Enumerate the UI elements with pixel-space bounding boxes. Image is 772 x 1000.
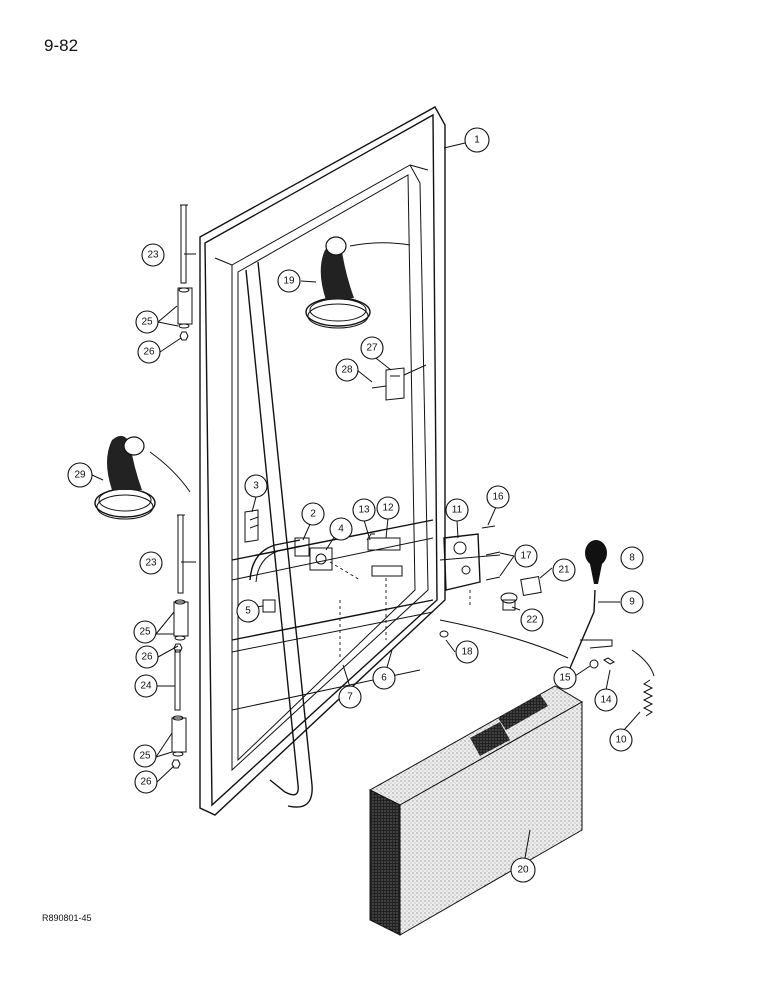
callout-12: 12: [376, 496, 400, 520]
hinge-pin-lower: [174, 649, 181, 711]
hinge-pin-middle: [177, 514, 185, 594]
callout-1: 1: [464, 127, 490, 153]
striker-bolt: [500, 592, 518, 611]
callout-16: 16: [486, 485, 510, 509]
callout-24: 24: [134, 674, 158, 698]
callout-21: 21: [552, 558, 576, 582]
svg-text:20: 20: [517, 865, 529, 876]
hinge-upper: [177, 287, 193, 341]
callout-23a: 23: [141, 243, 165, 267]
svg-text:25: 25: [141, 317, 153, 328]
lock-plate: [262, 599, 276, 613]
callout-17: 17: [514, 544, 538, 568]
foam-panel: [368, 685, 583, 936]
callout-10: 10: [609, 728, 633, 752]
svg-text:2: 2: [310, 509, 316, 520]
lever-hardware: [589, 657, 615, 669]
svg-text:3: 3: [253, 481, 259, 492]
callout-25b: 25: [133, 620, 157, 644]
upper-latch-bracket: [371, 364, 427, 401]
svg-text:5: 5: [245, 606, 251, 617]
svg-text:26: 26: [141, 652, 153, 663]
figure-code: R890801-45: [42, 913, 92, 923]
svg-text:17: 17: [520, 551, 532, 562]
callout-14: 14: [594, 688, 618, 712]
hinge-middle: [173, 599, 189, 653]
hinge-lower: [171, 715, 187, 769]
door-frame: [199, 106, 446, 816]
hinge-pin-upper: [180, 204, 188, 284]
svg-text:7: 7: [347, 692, 353, 703]
callouts: 1 2 3 4 5 6 7 8 9 10 11 12 13 14 15 16 1…: [67, 127, 644, 883]
callout-29: 29: [67, 462, 93, 488]
door-latch: [439, 525, 501, 605]
seal-roll-lower: [94, 435, 191, 520]
svg-text:25: 25: [139, 627, 151, 638]
seal-roll-upper: [305, 236, 411, 329]
svg-text:1: 1: [474, 135, 480, 146]
callout-26c: 26: [134, 770, 158, 794]
svg-text:27: 27: [366, 343, 378, 354]
handle-lock: [244, 509, 259, 543]
svg-text:23: 23: [147, 250, 159, 261]
callout-28: 28: [335, 358, 359, 382]
svg-text:10: 10: [615, 735, 627, 746]
svg-text:9: 9: [629, 597, 635, 608]
svg-text:12: 12: [382, 503, 394, 514]
svg-text:23: 23: [145, 558, 157, 569]
callout-27: 27: [360, 336, 384, 360]
callout-26a: 26: [137, 340, 161, 364]
page-number: 9-82: [44, 36, 79, 55]
callout-18: 18: [455, 640, 479, 664]
svg-text:29: 29: [74, 470, 86, 481]
callout-13: 13: [352, 498, 376, 522]
svg-text:19: 19: [283, 276, 295, 287]
callout-11: 11: [445, 498, 469, 522]
svg-text:11: 11: [452, 505, 463, 516]
svg-text:6: 6: [381, 673, 387, 684]
inside-latch: [309, 547, 361, 581]
svg-text:24: 24: [140, 681, 152, 692]
callout-15: 15: [553, 666, 577, 690]
callout-2: 2: [301, 502, 325, 526]
callout-20: 20: [510, 857, 536, 883]
svg-text:8: 8: [629, 553, 635, 564]
callout-3: 3: [244, 474, 268, 498]
svg-text:22: 22: [526, 615, 538, 626]
callout-4: 4: [329, 517, 353, 541]
release-cable: [439, 619, 569, 659]
callout-6: 6: [372, 666, 396, 690]
release-lever: [569, 540, 613, 669]
callout-26b: 26: [135, 645, 159, 669]
pull-handle: [249, 537, 310, 583]
svg-text:4: 4: [338, 524, 344, 535]
callout-5: 5: [236, 599, 260, 623]
svg-text:14: 14: [600, 695, 612, 706]
latch-rod-bracket: [339, 533, 403, 660]
grab-bar: [245, 261, 313, 808]
callout-7: 7: [338, 685, 362, 709]
return-spring: [631, 649, 655, 717]
callout-19: 19: [277, 269, 301, 293]
callout-9: 9: [620, 590, 644, 614]
svg-text:26: 26: [140, 777, 152, 788]
callout-25c: 25: [133, 744, 157, 768]
striker-plate: [520, 575, 542, 597]
callout-22: 22: [520, 608, 544, 632]
svg-text:13: 13: [358, 505, 370, 516]
svg-text:18: 18: [461, 647, 473, 658]
svg-text:15: 15: [559, 673, 571, 684]
svg-text:16: 16: [492, 492, 504, 503]
svg-text:28: 28: [341, 365, 353, 376]
svg-text:25: 25: [139, 751, 151, 762]
svg-text:26: 26: [143, 347, 155, 358]
callout-23b: 23: [139, 551, 163, 575]
callout-8: 8: [620, 546, 644, 570]
callout-25a: 25: [135, 310, 159, 334]
leader-lines: [91, 142, 641, 859]
svg-text:21: 21: [558, 565, 570, 576]
